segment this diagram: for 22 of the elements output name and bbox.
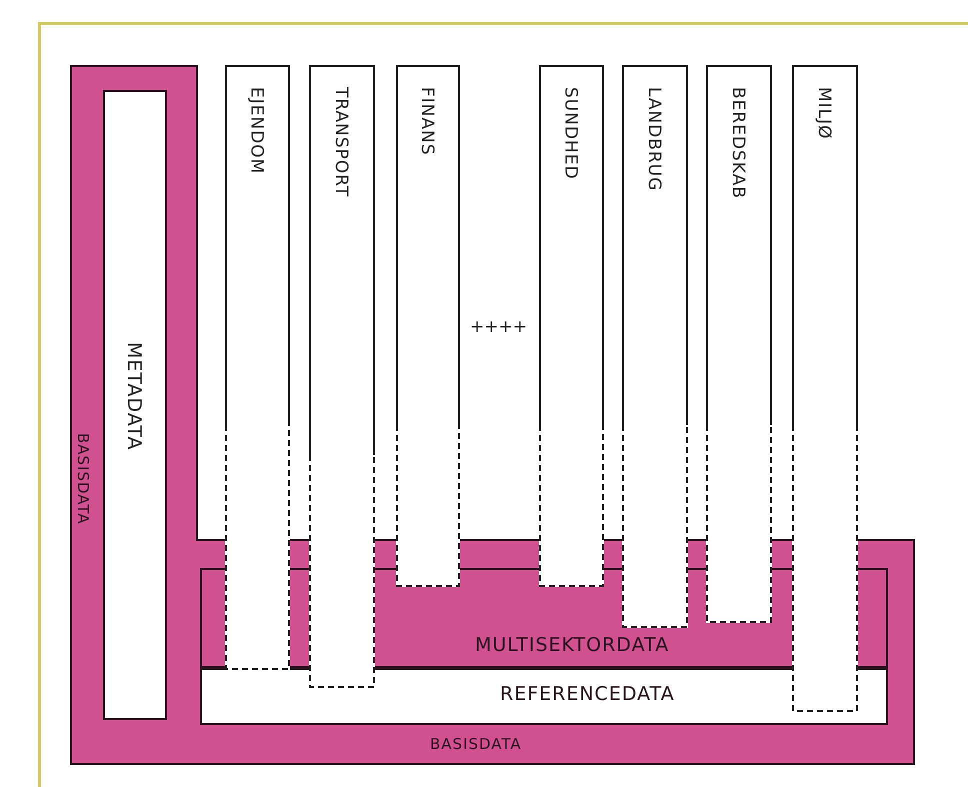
column-label: LANDBRUG [644, 87, 664, 192]
column-label: FINANS [417, 87, 437, 156]
column-label: EJENDOM [246, 87, 266, 174]
column-label: BEREDSKAB [728, 87, 748, 199]
band-label: BASISDATA [430, 735, 522, 753]
ellipsis-text: ++++ [470, 317, 527, 337]
sector-column [706, 65, 772, 623]
vertical-box [103, 90, 167, 720]
band-label: BASISDATA [74, 433, 92, 525]
column-label: MILJØ [814, 87, 834, 140]
sector-column [539, 65, 604, 587]
sector-column [309, 65, 375, 688]
band-label: REFERENCEDATA [500, 683, 675, 705]
column-label: SUNDHED [560, 87, 580, 180]
band-label: MULTISEKTORDATA [475, 634, 670, 656]
column-label: TRANSPORT [331, 87, 351, 198]
sector-column [225, 65, 290, 670]
sector-column [622, 65, 688, 628]
sector-column [792, 65, 858, 712]
sector-column [396, 65, 460, 587]
box-label: METADATA [123, 342, 145, 450]
layer-band [200, 668, 888, 725]
